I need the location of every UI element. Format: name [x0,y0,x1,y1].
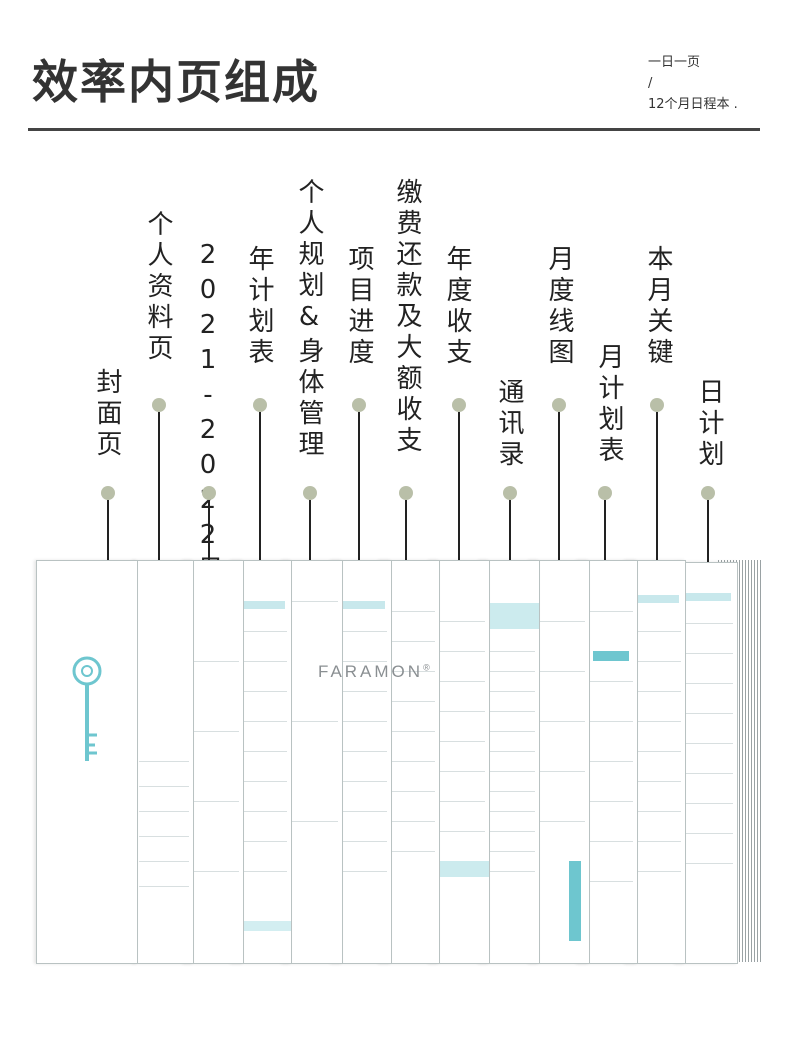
connector-line [208,500,210,564]
label-year-plan: 年计划表 [244,245,274,369]
page-contacts [480,560,540,964]
marker-dot [650,398,664,412]
page-calendar [184,560,244,964]
header-divider [28,128,760,131]
marker-dot [352,398,366,412]
label-payments: 缴费还款及大额收支 [392,178,422,457]
registered-mark: ® [423,662,433,673]
marker-dot [253,398,267,412]
connector-line [107,500,109,570]
label-project: 项目进度 [344,245,374,369]
label-cover: 封面页 [92,368,122,461]
connector-line [405,500,407,564]
marker-dot [303,486,317,500]
label-contacts: 通讯录 [494,378,524,471]
label-month-plan: 月计划表 [594,343,624,467]
marker-dot [598,486,612,500]
connector-line [358,412,360,564]
page-personal-plan [283,560,343,964]
connector-line [158,412,160,564]
marker-dot [552,398,566,412]
label-day-plan: 日计划 [694,378,724,471]
key-icon [72,656,102,761]
marker-dot [152,398,166,412]
connector-line [604,500,606,564]
note-line-2: / [648,76,653,91]
page-profile [134,560,194,964]
page-title: 效率内页组成 [32,55,320,109]
label-annual-budget: 年度收支 [442,245,472,369]
page-cover [36,560,138,964]
connector-line [656,412,658,564]
label-profile: 个人资料页 [143,210,173,365]
note-line-1: 一日一页 [648,55,701,70]
marker-dot [452,398,466,412]
marker-dot [399,486,413,500]
connector-line [707,500,709,564]
connector-line [509,500,511,564]
marker-dot [701,486,715,500]
label-month-key: 本月关键 [643,245,673,369]
connector-line [259,412,261,564]
connector-line [458,412,460,564]
brand-name: FARAMON [318,662,424,681]
page-monthly-chart [530,560,590,964]
label-personal-plan: 个人规划&身体管理 [294,178,324,461]
connector-line [309,500,311,564]
brand-watermark: FARAMON® [318,662,433,682]
marker-dot [101,486,115,500]
connector-line [558,412,560,564]
side-note: 一日一页 / 12个月日程本 . [648,52,738,115]
marker-dot [503,486,517,500]
note-line-3: 12个月日程本 . [648,97,738,112]
label-monthly-chart: 月度线图 [544,245,574,369]
marker-dot [202,486,216,500]
